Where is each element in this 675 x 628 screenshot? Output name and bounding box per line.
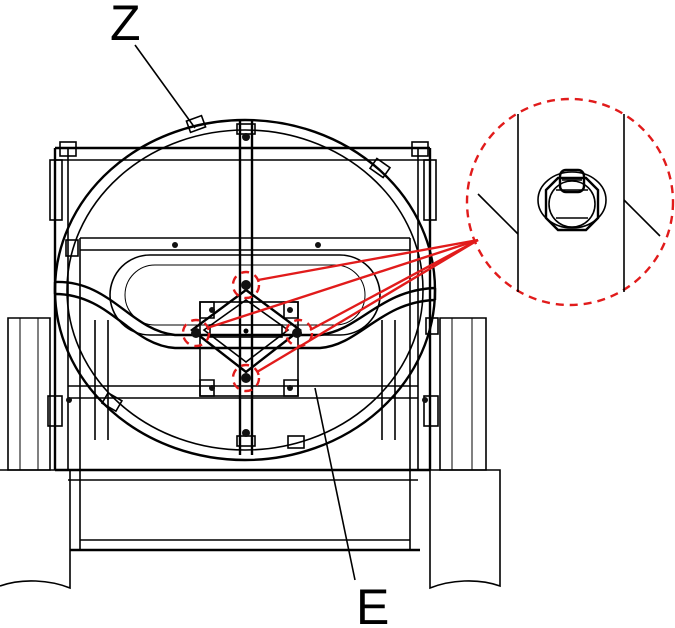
ring-z — [53, 114, 439, 462]
right-wheel — [429, 317, 501, 590]
bolt-right — [292, 328, 302, 338]
leader-e — [314, 387, 356, 581]
leader-z — [134, 44, 196, 129]
highlight-bolt-bottom — [231, 363, 261, 393]
label-z: Z — [110, 0, 141, 51]
detail-view — [465, 97, 675, 307]
detail-leaders — [206, 238, 479, 374]
bolt-set — [66, 133, 428, 437]
bolt-bottom — [241, 373, 251, 383]
bolt-left — [191, 328, 201, 338]
frame-e — [47, 141, 439, 552]
detail-circle — [465, 97, 675, 307]
mounting-plate — [190, 288, 302, 397]
label-e: E — [356, 579, 389, 628]
highlight-bolt-top — [231, 270, 261, 300]
bolt-top — [241, 280, 251, 290]
highlight-bolt-left — [181, 318, 211, 348]
left-wheel — [0, 317, 71, 590]
